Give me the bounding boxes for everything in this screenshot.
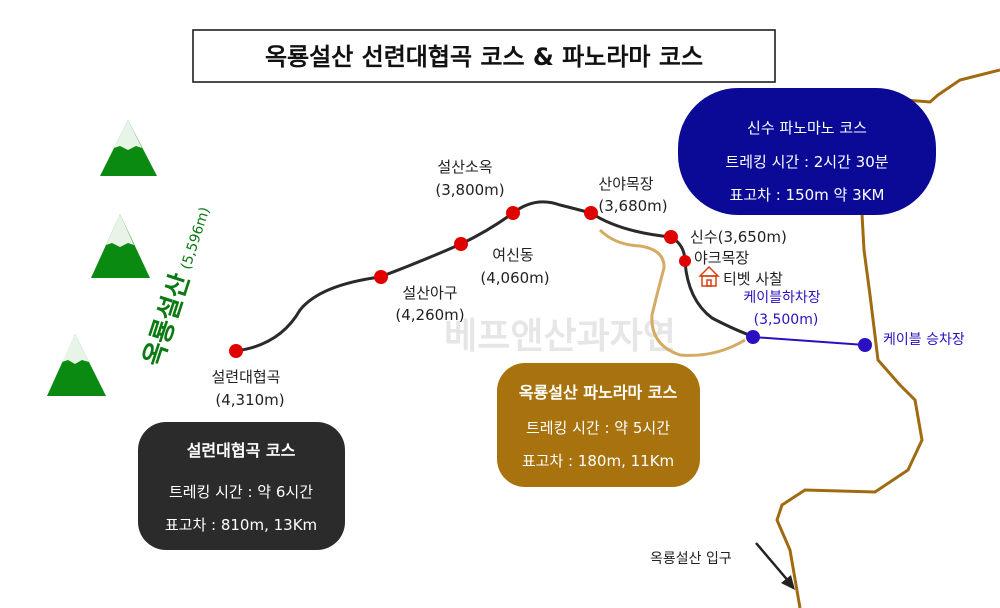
waypoint-label: 산야목장 xyxy=(598,175,653,193)
waypoint-marker xyxy=(664,230,678,244)
cable-board-label: 케이블 승차장 xyxy=(883,332,965,348)
course-title: 옥룡설산 파노라마 코스 xyxy=(519,383,678,402)
waypoint-label: 설산아구 xyxy=(402,284,457,302)
cable-drop-label: 케이블하차장 xyxy=(743,290,820,306)
waypoint-elevation: (4,060m) xyxy=(480,269,549,287)
temple-icon xyxy=(698,265,720,287)
svg-text:(5,596m): (5,596m) xyxy=(178,205,213,271)
waypoint-marker xyxy=(584,206,598,220)
entrance-label: 옥룡설산 입구 xyxy=(650,551,732,567)
mountain-icon xyxy=(91,214,150,278)
course-title: 신수 파노마노 코스 xyxy=(747,119,867,137)
waypoint-label: 여신동 xyxy=(492,246,534,264)
cable-board-marker xyxy=(858,338,872,352)
mountain-icon xyxy=(47,334,106,396)
waypoint-marker xyxy=(454,237,468,251)
waypoint-label: 신수(3,650m) xyxy=(690,228,787,246)
panorama-trail xyxy=(598,228,746,357)
canyon-course-box: 설련대협곡 코스 트레킹 시간 : 약 6시간 표고차 : 810m, 13Km xyxy=(138,422,345,550)
map-title: 옥룡설산 선련대협곡 코스 & 파노라마 코스 xyxy=(265,43,703,71)
waypoint-label: 설련대협곡 xyxy=(211,368,280,386)
waypoint-elevation: (4,310m) xyxy=(215,391,284,409)
course-title: 설련대협곡 코스 xyxy=(187,441,296,460)
waypoint-marker xyxy=(374,270,388,284)
svg-text:옥룡설산: 옥룡설산 xyxy=(138,270,196,370)
main-trail xyxy=(235,200,753,353)
waypoint-elevation: (3,680m) xyxy=(598,197,667,215)
arrow-icon xyxy=(755,542,795,590)
waypoint-label: 야크목장 xyxy=(694,249,749,267)
course-time: 트레킹 시간 : 약 5시간 xyxy=(526,419,670,437)
cable-drop-marker xyxy=(746,330,760,344)
course-elevation: 표고차 : 810m, 13Km xyxy=(165,516,317,534)
watermark: 베프앤산과자연 xyxy=(444,316,676,357)
panorama-course-box: 옥룡설산 파노라마 코스 트레킹 시간 : 약 5시간 표고차 : 180m, … xyxy=(497,363,700,487)
title-box xyxy=(192,29,776,83)
waypoint-marker xyxy=(229,344,243,358)
waypoint-marker xyxy=(679,255,691,267)
temple-label: 티벳 사찰 xyxy=(723,270,783,288)
course-time: 트레킹 시간 : 약 6시간 xyxy=(169,483,313,501)
course-time: 트레킹 시간 : 2시간 30분 xyxy=(725,153,888,171)
waypoint-elevation: (3,800m) xyxy=(435,181,504,199)
course-elevation: 표고차 : 180m, 11Km xyxy=(522,452,674,470)
waypoint-label: 설산소옥 xyxy=(437,158,492,176)
cable-line xyxy=(752,336,866,346)
mountain-icon xyxy=(100,120,157,176)
sinsu-course-box: 신수 파노마노 코스 트레킹 시간 : 2시간 30분 표고차 : 150m 약… xyxy=(678,88,936,215)
waypoint-elevation: (4,260m) xyxy=(395,306,464,324)
waypoint-marker xyxy=(506,206,520,220)
mountain-name: 옥룡설산 (5,596m) xyxy=(138,205,213,370)
cable-drop-elevation: (3,500m) xyxy=(754,312,819,328)
river xyxy=(775,68,1000,608)
course-elevation: 표고차 : 150m 약 3KM xyxy=(730,186,885,204)
